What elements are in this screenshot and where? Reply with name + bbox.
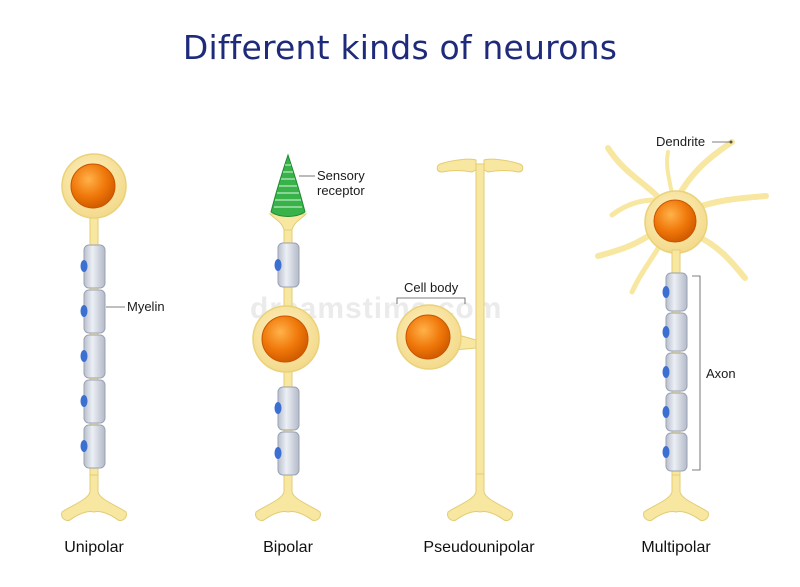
sensory-receptor-label-line2: receptor — [317, 183, 365, 198]
pseudo-top-branch-right — [483, 158, 524, 173]
schwann-nucleus — [274, 447, 282, 459]
unipolar-axon-terminal — [61, 469, 127, 521]
schwann-nucleus — [274, 259, 282, 271]
bipolar-nucleus — [261, 315, 309, 363]
unipolar-label: Unipolar — [64, 539, 124, 556]
schwann-nucleus — [80, 350, 88, 362]
unipolar-nucleus — [70, 163, 116, 209]
bipolar-axon-terminal — [255, 469, 321, 521]
schwann-nucleus — [80, 440, 88, 452]
schwann-nucleus — [80, 260, 88, 272]
receptor-stripes — [274, 164, 302, 208]
cell-body-bracket — [396, 297, 466, 304]
multipolar-nucleus — [653, 199, 697, 243]
schwann-nucleus — [662, 446, 670, 458]
schwann-nucleus — [274, 402, 282, 414]
dendrite-label: Dendrite — [656, 134, 705, 149]
schwann-nucleus — [662, 286, 670, 298]
cell-body-label: Cell body — [404, 280, 459, 295]
schwann-nucleus — [662, 326, 670, 338]
bipolar-neuron: Sensory receptor Bipolar — [252, 153, 365, 556]
bipolar-label: Bipolar — [263, 539, 313, 556]
schwann-nucleus — [80, 305, 88, 317]
multipolar-axon-terminal — [643, 469, 709, 521]
schwann-nucleus — [80, 395, 88, 407]
schwann-nucleus — [662, 366, 670, 378]
unipolar-neuron: Myelin Unipolar — [61, 153, 165, 556]
pseudo-top-branch-left — [436, 158, 477, 173]
pseudo-axon-terminal — [447, 469, 513, 521]
axon-label: Axon — [706, 366, 736, 381]
pseudo-axon — [475, 163, 485, 475]
myelin-label: Myelin — [127, 299, 165, 314]
bipolar-dendrite-tip — [268, 213, 308, 231]
diagram-title: Different kinds of neurons — [182, 28, 618, 67]
multipolar-label: Multipolar — [641, 539, 711, 556]
axon-bracket — [692, 275, 701, 471]
pseudounipolar-neuron: Cell body Pseudounipolar — [396, 158, 535, 556]
pseudo-nucleus — [405, 314, 451, 360]
schwann-nucleus — [662, 406, 670, 418]
multipolar-neuron: Axon Dendrite Multipolar — [595, 134, 769, 556]
sensory-receptor-label-line1: Sensory — [317, 168, 365, 183]
dendrite-pointer-dot — [729, 140, 733, 144]
pseudounipolar-label: Pseudounipolar — [423, 539, 535, 556]
